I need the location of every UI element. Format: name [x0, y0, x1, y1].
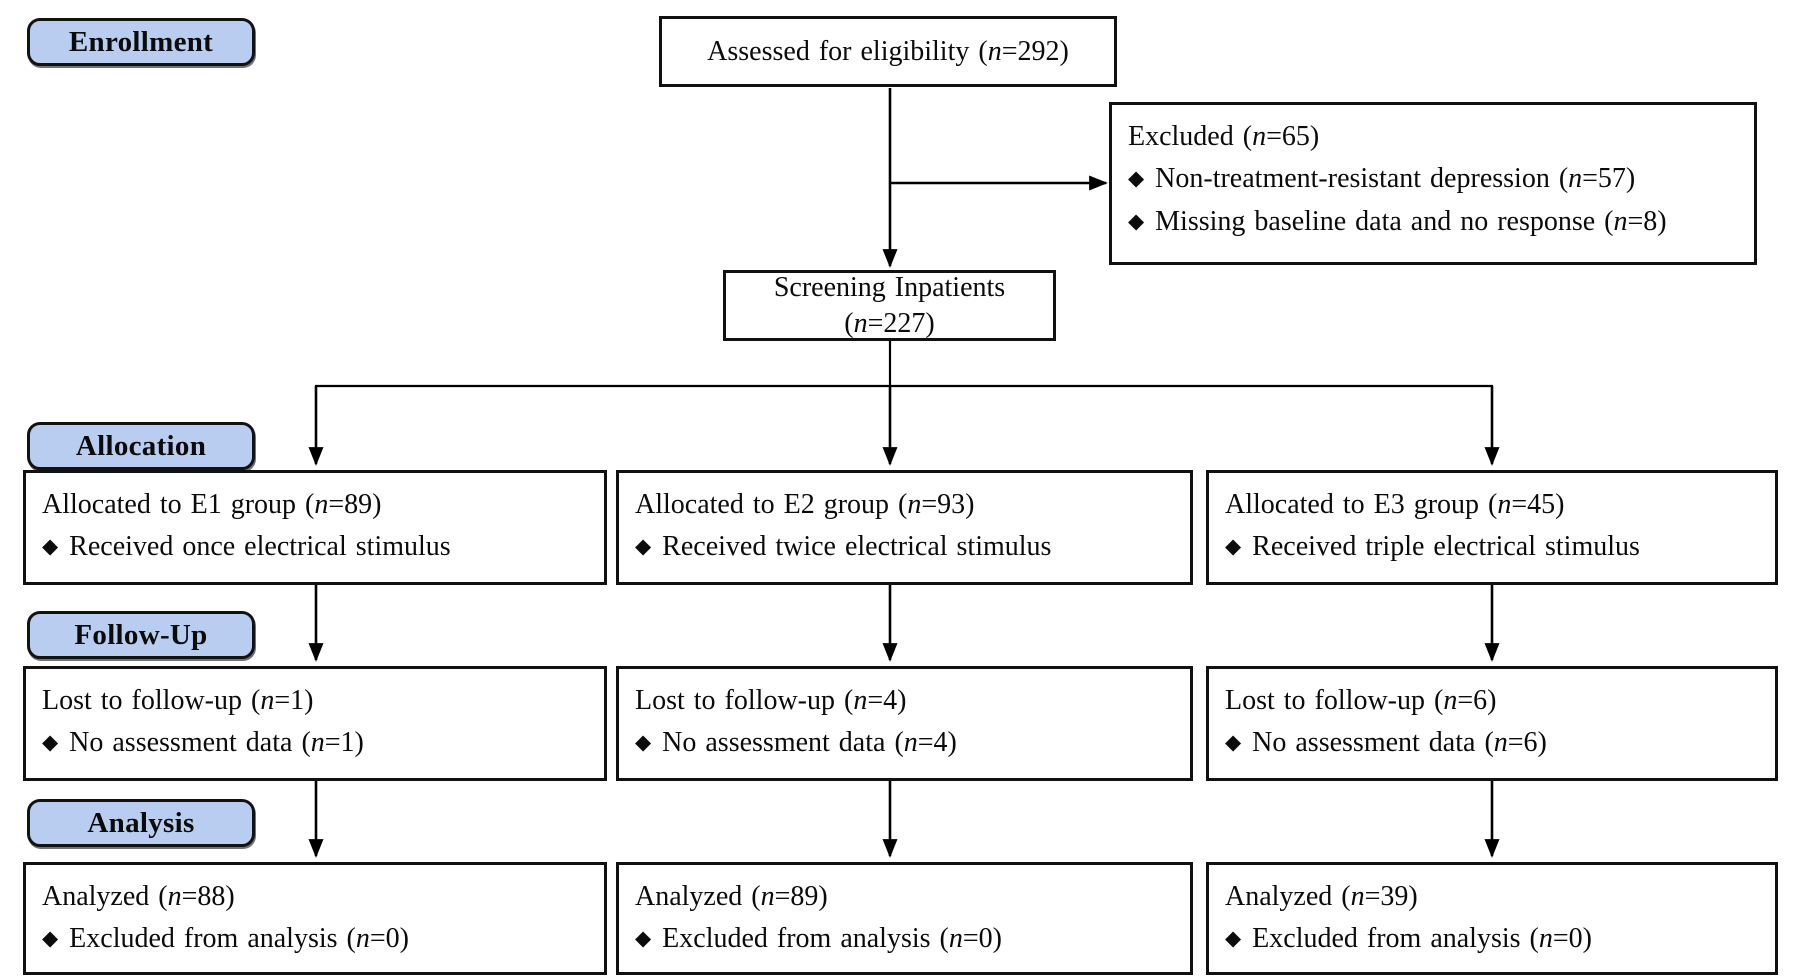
followup-e2-title: Lost to follow-up (n=4): [635, 685, 907, 716]
excluded-bullet-1: ◆ Non-treatment-resistant depression (n=…: [1128, 161, 1738, 197]
analysis-e1-bullet: ◆ Excluded from analysis (n=0): [42, 921, 588, 957]
screening-box: Screening Inpatients (n=227): [723, 270, 1056, 341]
analysis-e3-bullet-text: Excluded from analysis (n=0): [1252, 923, 1592, 955]
followup-e2-bullet: ◆ No assessment data (n=4): [635, 725, 1174, 761]
followup-box-e3: Lost to follow-up (n=6) ◆ No assessment …: [1206, 666, 1778, 781]
analysis-e1-bullet-text: Excluded from analysis (n=0): [69, 923, 409, 955]
screening-line2: (n=227): [844, 307, 935, 339]
allocation-e2-bullet-text: Received twice electrical stimulus: [662, 531, 1052, 563]
diamond-bullet-icon: ◆: [1225, 534, 1242, 559]
excluded-bullet-2: ◆ Missing baseline data and no response …: [1128, 204, 1738, 240]
diamond-bullet-icon: ◆: [42, 730, 59, 755]
stage-label-allocation: Allocation: [27, 422, 255, 470]
diamond-bullet-icon: ◆: [42, 534, 59, 559]
analysis-e3-bullet: ◆ Excluded from analysis (n=0): [1225, 921, 1759, 957]
allocation-box-e2: Allocated to E2 group (n=93) ◆ Received …: [616, 470, 1193, 585]
allocation-e1-bullet: ◆ Received once electrical stimulus: [42, 529, 588, 565]
assessed-box: Assessed for eligibility (n=292): [659, 16, 1117, 87]
allocation-box-e1: Allocated to E1 group (n=89) ◆ Received …: [23, 470, 607, 585]
allocation-e2-title: Allocated to E2 group (n=93): [635, 489, 975, 520]
allocation-e1-bullet-text: Received once electrical stimulus: [69, 531, 451, 563]
excluded-bullet-2-text: Missing baseline data and no response (n…: [1155, 205, 1667, 237]
analysis-box-e1: Analyzed (n=88) ◆ Excluded from analysis…: [23, 862, 607, 975]
stage-label-followup: Follow-Up: [27, 611, 255, 659]
allocation-e3-bullet: ◆ Received triple electrical stimulus: [1225, 529, 1759, 565]
diamond-bullet-icon: ◆: [42, 926, 59, 951]
stage-label-enrollment: Enrollment: [27, 18, 255, 66]
assessed-text: Assessed for eligibility (n=292): [707, 35, 1069, 67]
followup-e3-bullet-text: No assessment data (n=6): [1252, 727, 1547, 759]
excluded-bullet-1-text: Non-treatment-resistant depression (n=57…: [1155, 163, 1636, 195]
diamond-bullet-icon: ◆: [635, 730, 652, 755]
allocation-e3-title: Allocated to E3 group (n=45): [1225, 489, 1565, 520]
followup-e1-bullet: ◆ No assessment data (n=1): [42, 725, 588, 761]
diamond-bullet-icon: ◆: [1225, 730, 1242, 755]
diamond-bullet-icon: ◆: [1128, 208, 1145, 233]
screening-line1: Screening Inpatients: [773, 272, 1006, 304]
followup-e2-bullet-text: No assessment data (n=4): [662, 727, 957, 759]
excluded-title: Excluded (n=65): [1128, 121, 1320, 152]
diamond-bullet-icon: ◆: [635, 926, 652, 951]
diamond-bullet-icon: ◆: [1225, 926, 1242, 951]
analysis-box-e3: Analyzed (n=39) ◆ Excluded from analysis…: [1206, 862, 1778, 975]
excluded-box: Excluded (n=65) ◆ Non-treatment-resistan…: [1109, 102, 1757, 265]
analysis-e1-title: Analyzed (n=88): [42, 881, 235, 912]
followup-box-e2: Lost to follow-up (n=4) ◆ No assessment …: [616, 666, 1193, 781]
allocation-box-e3: Allocated to E3 group (n=45) ◆ Received …: [1206, 470, 1778, 585]
analysis-box-e2: Analyzed (n=89) ◆ Excluded from analysis…: [616, 862, 1193, 975]
followup-e1-title: Lost to follow-up (n=1): [42, 685, 314, 716]
analysis-e3-title: Analyzed (n=39): [1225, 881, 1418, 912]
allocation-e1-title: Allocated to E1 group (n=89): [42, 489, 382, 520]
diamond-bullet-icon: ◆: [1128, 166, 1145, 191]
diamond-bullet-icon: ◆: [635, 534, 652, 559]
followup-e1-bullet-text: No assessment data (n=1): [69, 727, 364, 759]
allocation-e2-bullet: ◆ Received twice electrical stimulus: [635, 529, 1174, 565]
analysis-e2-bullet-text: Excluded from analysis (n=0): [662, 923, 1002, 955]
analysis-e2-title: Analyzed (n=89): [635, 881, 828, 912]
followup-e3-bullet: ◆ No assessment data (n=6): [1225, 725, 1759, 761]
analysis-e2-bullet: ◆ Excluded from analysis (n=0): [635, 921, 1174, 957]
followup-e3-title: Lost to follow-up (n=6): [1225, 685, 1497, 716]
allocation-e3-bullet-text: Received triple electrical stimulus: [1252, 531, 1640, 563]
followup-box-e1: Lost to follow-up (n=1) ◆ No assessment …: [23, 666, 607, 781]
stage-label-analysis: Analysis: [27, 799, 255, 847]
